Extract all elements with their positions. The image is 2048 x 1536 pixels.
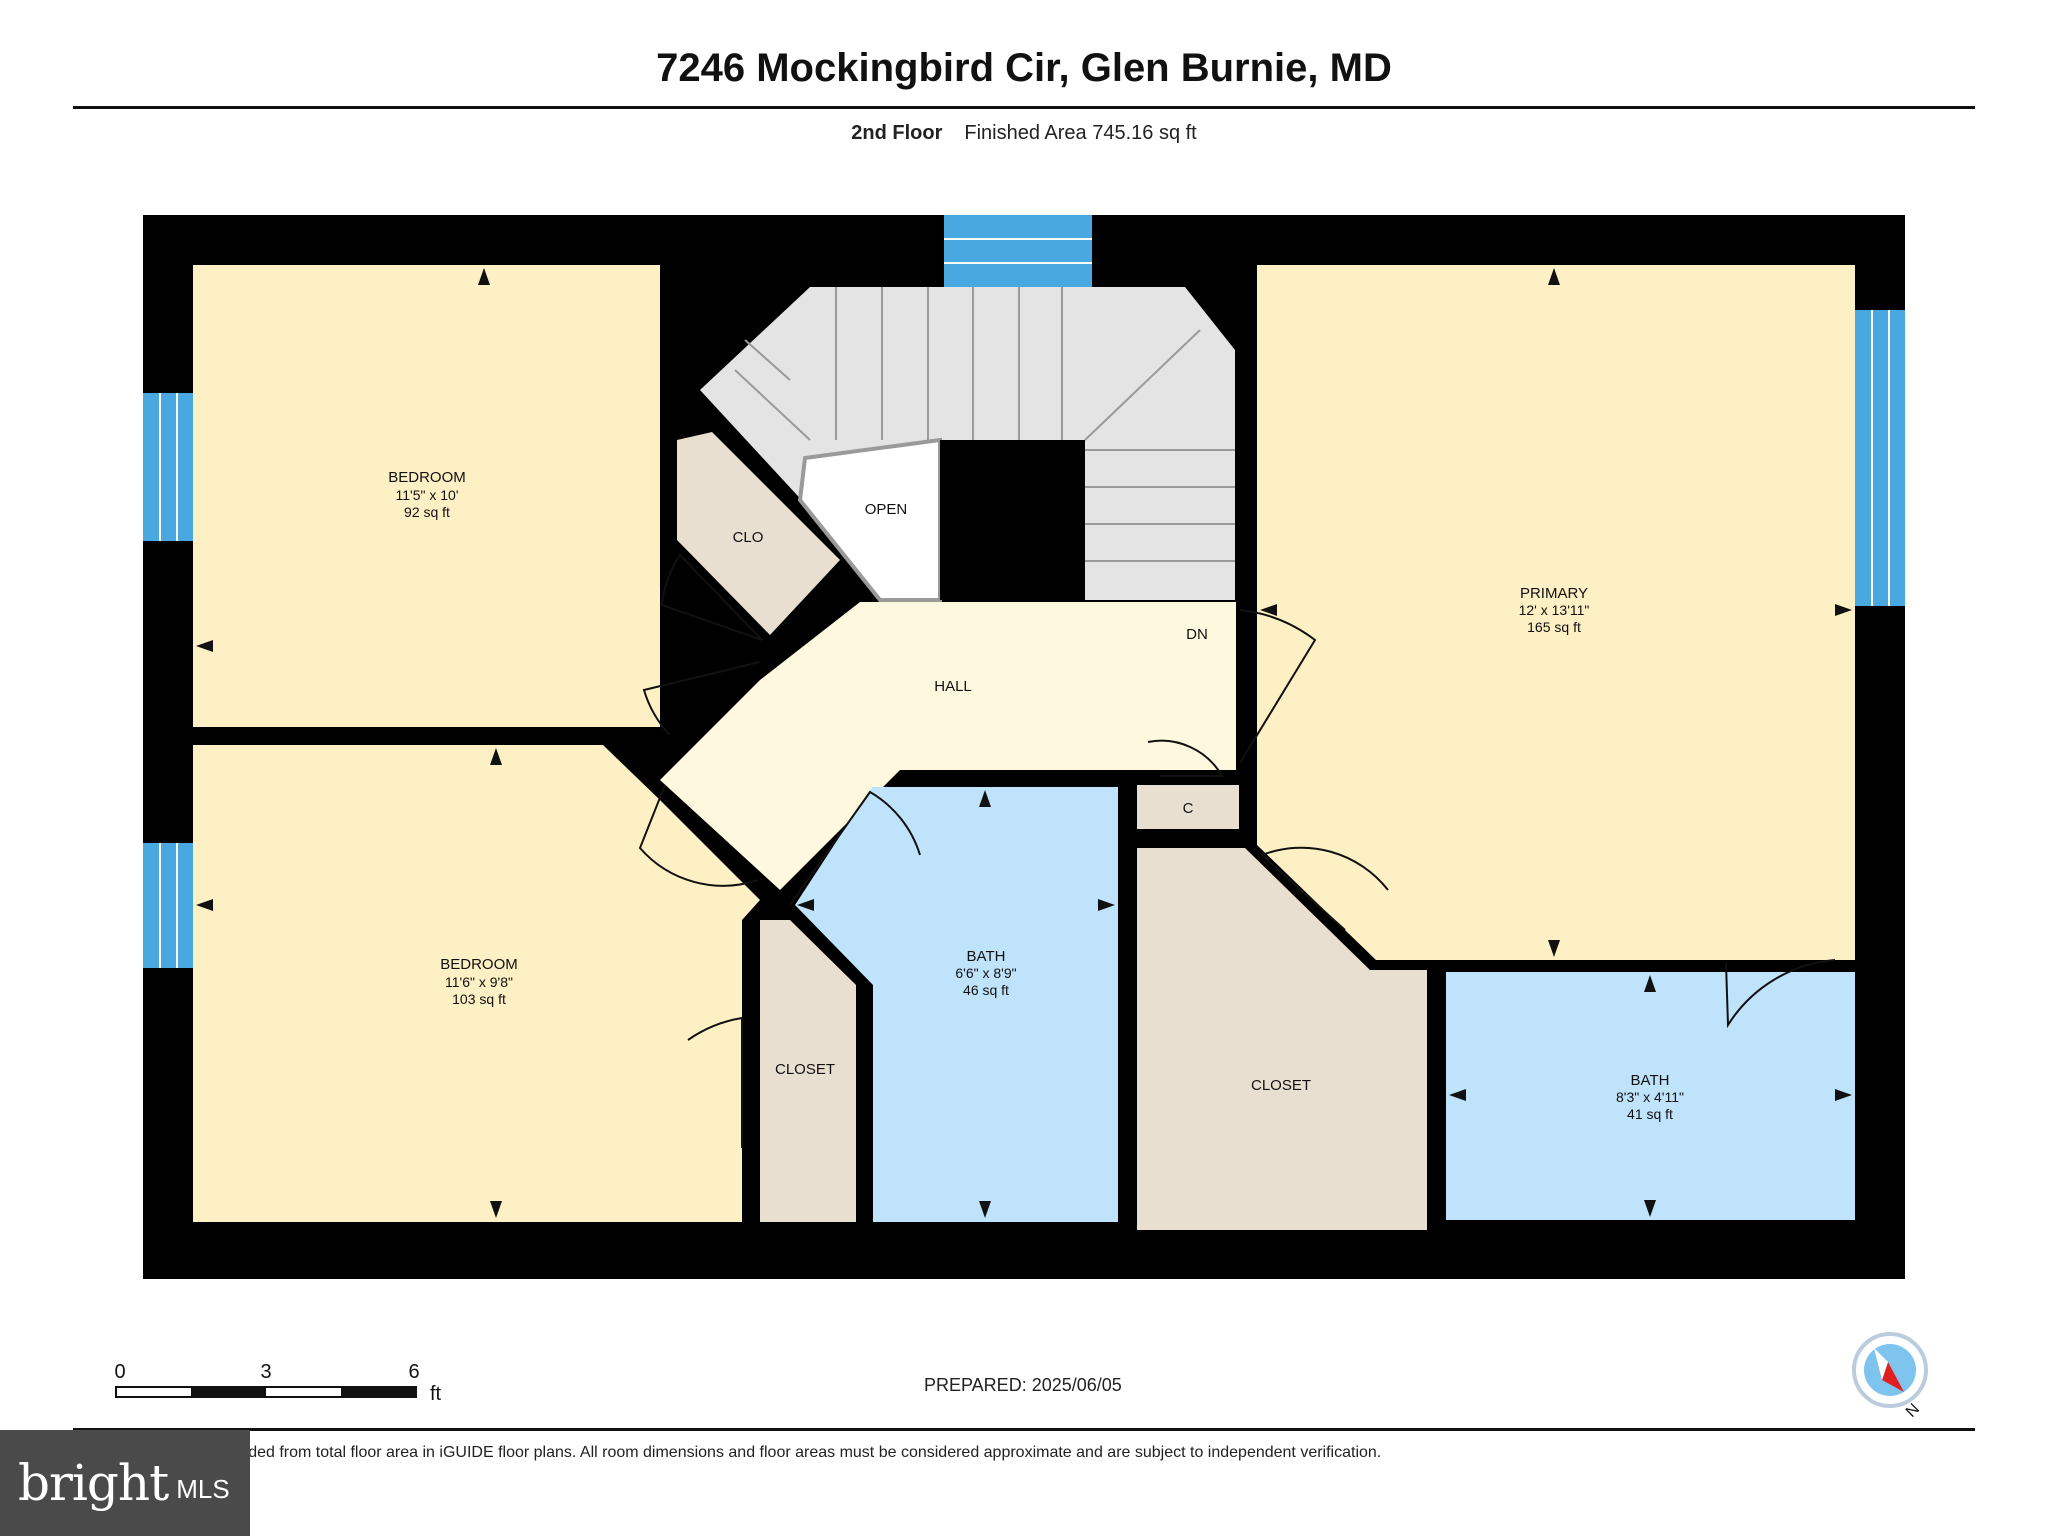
closet-2-label: CLOSET (1251, 1077, 1311, 1094)
hall-floor (660, 602, 1236, 890)
bedroom-2-dims: 11'6" x 9'8" (445, 974, 513, 990)
stair-void (940, 440, 1085, 600)
bedroom-2-area: 103 sq ft (452, 991, 506, 1007)
floor-name: 2nd Floor (851, 122, 943, 144)
page-title: 7246 Mockingbird Cir, Glen Burnie, MD (656, 46, 1392, 90)
prepared-date: PREPARED: 2025/06/05 (924, 1375, 1122, 1395)
bedroom-1-area: 92 sq ft (404, 504, 450, 520)
bedroom-1-dims: 11'5" x 10' (396, 487, 459, 503)
bath-2-area: 41 sq ft (1627, 1106, 1673, 1122)
open-area (797, 437, 942, 602)
window-top (944, 215, 1092, 287)
compass-icon: N (1852, 1332, 1928, 1421)
header-divider (73, 106, 1975, 109)
stair-treads (734, 287, 1235, 562)
scale-bar: 0 3 6 ft (114, 1361, 441, 1405)
scale-tick-6: 6 (408, 1361, 419, 1383)
bath-1-floor (795, 787, 1118, 1222)
hall-label: HALL (934, 678, 972, 695)
bath-2-name: BATH (1631, 1072, 1670, 1089)
brand-logo-word: bright (18, 1454, 169, 1512)
scale-unit: ft (430, 1383, 442, 1405)
clo-label: CLO (733, 529, 764, 546)
bath-2-dims: 8'3" x 4'11" (1616, 1089, 1684, 1105)
window-bedroom-1 (143, 393, 193, 541)
bedroom-2-floor (193, 745, 760, 1222)
primary-name: PRIMARY (1520, 585, 1588, 602)
dimension-markers (196, 268, 1852, 1218)
c-label: C (1183, 800, 1194, 817)
brand-logo-suffix: MLS (176, 1473, 230, 1504)
bedroom-1-name: BEDROOM (388, 469, 466, 486)
stairs-down-label: DN (1186, 626, 1208, 643)
clo-floor (677, 432, 840, 635)
closet-1-label: CLOSET (775, 1061, 835, 1078)
bath-1-area: 46 sq ft (963, 982, 1009, 998)
window-primary (1855, 310, 1905, 606)
bath-1-dims: 6'6" x 8'9" (955, 965, 1016, 981)
closet-1-floor (760, 920, 856, 1222)
bath-2-floor (1446, 972, 1855, 1220)
footer-divider (73, 1428, 1975, 1431)
closet-2-floor (1137, 848, 1427, 1230)
door-swings (638, 553, 1836, 1148)
c-closet-floor (1137, 785, 1239, 829)
scale-tick-0: 0 (114, 1361, 125, 1383)
primary-floor (1257, 265, 1855, 960)
finished-area: Finished Area 745.16 sq ft (964, 122, 1197, 144)
floor-summary: 2nd Floor Finished Area 745.16 sq ft (0, 122, 2048, 145)
primary-area: 165 sq ft (1527, 619, 1581, 635)
disclaimer-text: White regions are excluded from total fl… (81, 1444, 1382, 1461)
bedroom-1-floor (193, 265, 660, 727)
open-label: OPEN (865, 501, 908, 518)
scale-tick-3: 3 (260, 1361, 271, 1383)
stairs (700, 287, 1235, 600)
window-bedroom-2 (143, 843, 193, 968)
bedroom-2-name: BEDROOM (440, 956, 518, 973)
primary-dims: 12' x 13'11" (1519, 602, 1590, 618)
brand-badge: bright MLS (0, 1430, 250, 1536)
bath-1-name: BATH (967, 948, 1006, 965)
